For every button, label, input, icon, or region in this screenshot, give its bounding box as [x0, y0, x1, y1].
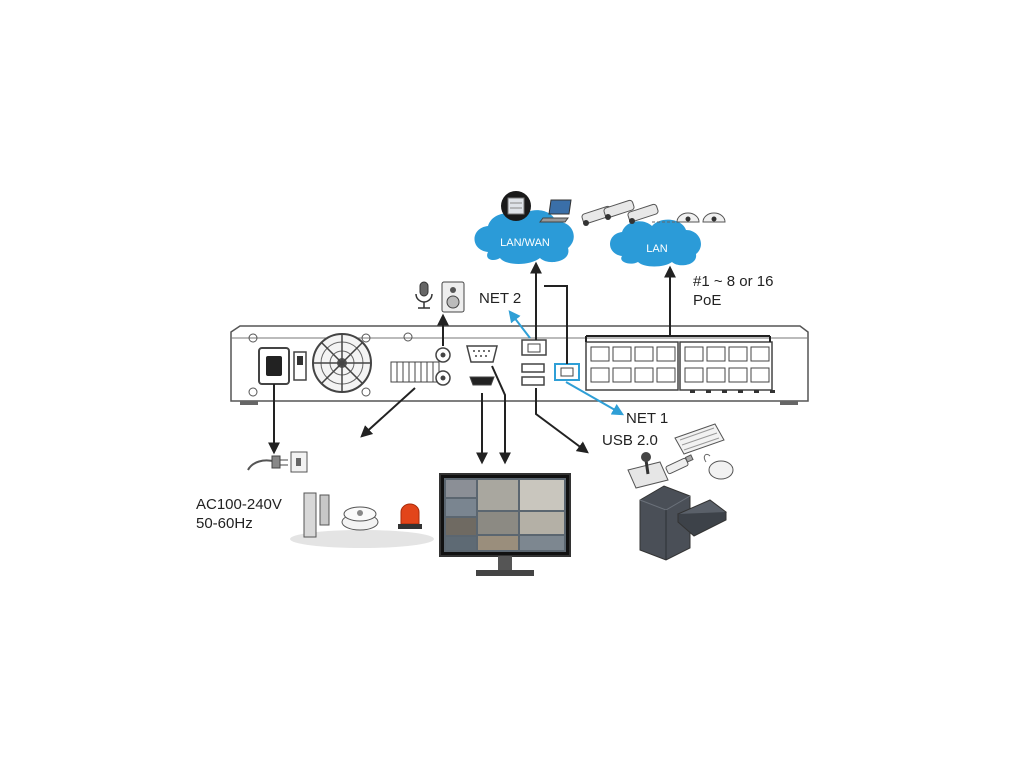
- vga-port: [466, 345, 498, 363]
- net-pointer-lines: [508, 310, 625, 416]
- lan-cloud: LAN: [610, 219, 701, 267]
- dome-camera-icon: [652, 212, 726, 223]
- microphone-icon: [415, 281, 433, 309]
- lan-wan-label: LAN/WAN: [500, 237, 550, 249]
- power-inlet: [258, 347, 307, 385]
- alarm-terminal-block: [390, 361, 440, 383]
- alarm-io-devices: [290, 492, 434, 548]
- usb-ports: [521, 363, 545, 386]
- net2-label: NET 2: [479, 290, 522, 307]
- door-sensor-icon: [303, 492, 330, 538]
- net1-label: NET 1: [626, 410, 669, 427]
- connection-lines: [268, 261, 771, 465]
- usb-label: USB 2.0: [602, 432, 658, 449]
- joystick-icon: [627, 452, 669, 489]
- bullet-camera-icon: [581, 199, 659, 226]
- server-icon: [501, 191, 531, 221]
- poe-label: #1 ~ 8 or 16 PoE: [693, 272, 773, 310]
- lan-wan-cloud: LAN/WAN: [474, 210, 574, 264]
- usb-stick-icon: [665, 454, 694, 475]
- audio-jacks: [435, 347, 451, 386]
- power-frequency-text: 50-60Hz: [196, 515, 253, 532]
- alarm-light-icon: [398, 503, 422, 529]
- power-plug-icon: [247, 451, 308, 473]
- speaker-icon: [441, 281, 465, 313]
- power-voltage-text: AC100-240V: [196, 496, 282, 513]
- power-spec-label: AC100-240V 50-60Hz: [196, 495, 282, 533]
- poe-port-bank: [585, 341, 775, 393]
- laptop-icon: [539, 199, 572, 223]
- keyboard-icon: [674, 423, 725, 455]
- lan-label: LAN: [646, 243, 667, 255]
- cooling-fan: [312, 333, 372, 393]
- poe-range-text: #1 ~ 8 or 16: [693, 273, 774, 290]
- poe-text: PoE: [693, 292, 722, 309]
- hdmi-port: [469, 376, 495, 386]
- net1-port: [554, 363, 580, 381]
- smoke-detector-icon: [341, 506, 379, 531]
- hard-drive-icon: [639, 485, 727, 561]
- net2-port: [521, 339, 547, 356]
- mouse-icon: [703, 453, 734, 480]
- monitor-icon: [439, 473, 571, 576]
